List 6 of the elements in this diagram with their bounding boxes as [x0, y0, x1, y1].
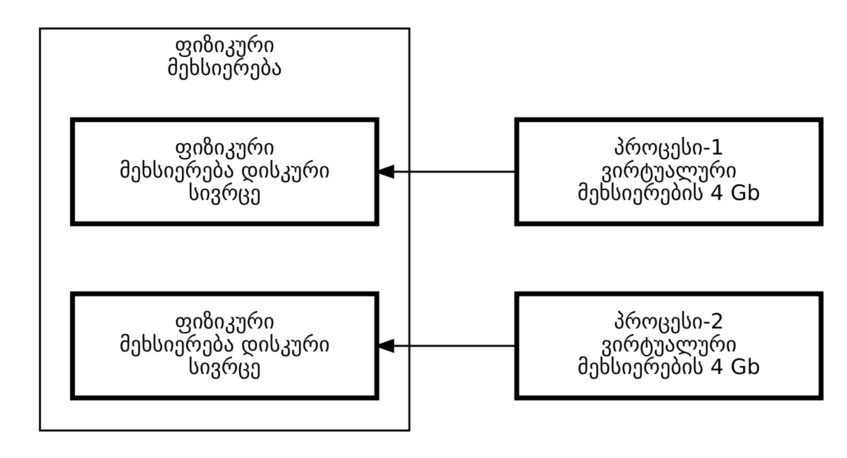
node-box: ფიზიკური მეხსიერება დისკური სივრცე: [70, 116, 379, 226]
node-box: პროცესი-1 ვირტუალური მეხსიერების 4 Gb: [514, 116, 823, 226]
arrow: [373, 338, 516, 352]
node-box: ფიზიკური მეხსიერება დისკური სივრცე: [70, 290, 379, 400]
arrow: [373, 164, 516, 178]
node-box: პროცესი-2 ვირტუალური მეხსიერების 4 Gb: [514, 290, 823, 400]
